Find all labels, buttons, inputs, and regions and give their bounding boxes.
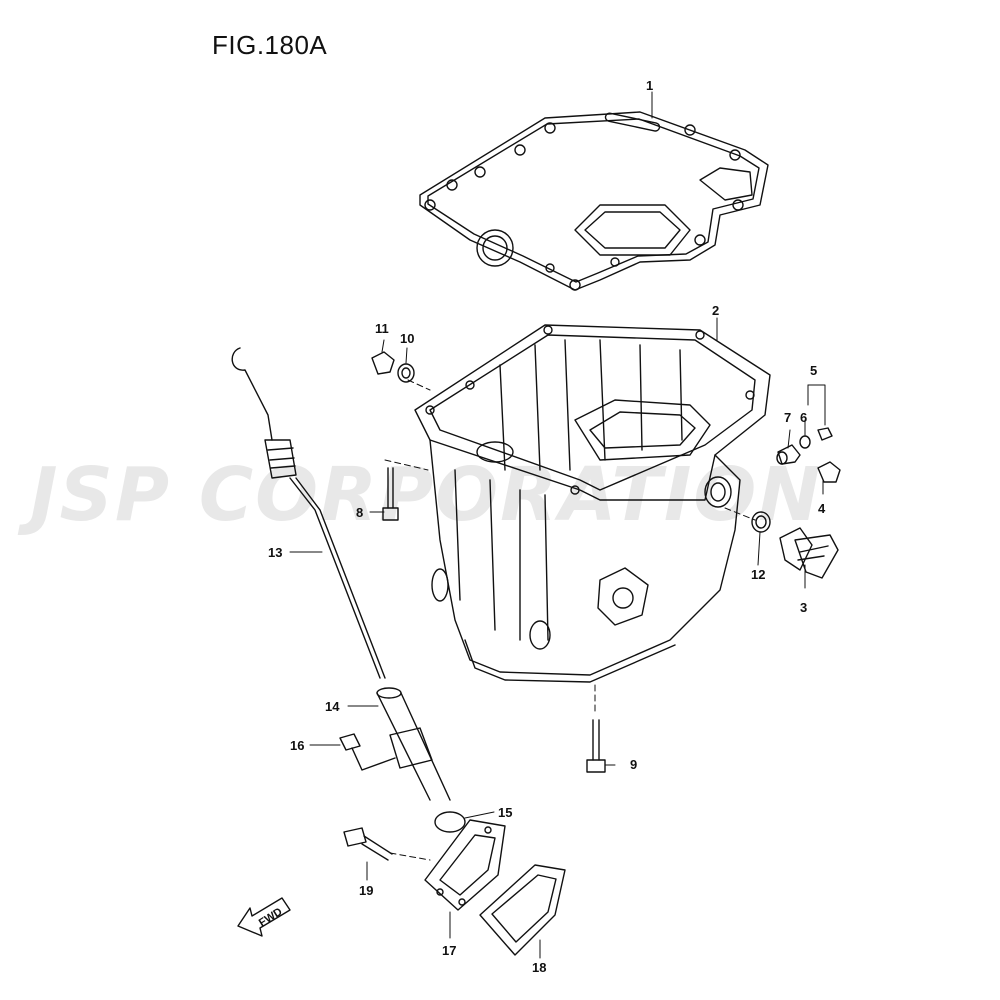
callout-6: 6	[800, 410, 807, 425]
callout-14: 14	[325, 699, 340, 714]
callout-2: 2	[712, 303, 719, 318]
part-8-bolt[interactable]	[382, 467, 399, 521]
callout-15-16-left: 16	[290, 738, 304, 753]
part-9-bolt[interactable]	[586, 719, 606, 773]
part-11-plug[interactable]	[371, 351, 395, 375]
part-18-gasket[interactable]	[479, 864, 566, 956]
fwd-arrow-icon: FWD	[237, 897, 291, 937]
part-17-flange[interactable]	[424, 819, 506, 911]
part-2-oil-pan[interactable]	[414, 324, 771, 683]
part-10-washer[interactable]	[397, 363, 415, 383]
part-6-o-ring[interactable]	[799, 435, 811, 449]
callout-11: 11	[375, 321, 389, 336]
callout-19: 19	[359, 883, 373, 898]
part-1-gasket[interactable]	[419, 111, 769, 291]
part-16-bolt[interactable]	[339, 733, 396, 771]
callout-15: 15	[498, 805, 512, 820]
callout-18: 18	[532, 960, 546, 975]
callout-3: 3	[800, 600, 807, 615]
figure-title: FIG.180A	[212, 30, 328, 60]
part-12-washer[interactable]	[751, 511, 771, 533]
callout-1: 1	[646, 78, 653, 93]
part-4-plug[interactable]	[817, 461, 841, 483]
callout-8: 8	[356, 505, 363, 520]
part-5-bracket	[807, 384, 826, 426]
part-15-o-ring[interactable]	[434, 811, 466, 833]
callout-17: 17	[442, 943, 456, 958]
part-7-fitting[interactable]	[776, 444, 801, 465]
part-5-screw[interactable]	[817, 427, 833, 441]
callout-5: 5	[810, 363, 817, 378]
callout-9: 9	[630, 757, 637, 772]
assembly-leaders	[384, 379, 756, 861]
callout-7: 7	[784, 410, 791, 425]
part-3-drain-plug[interactable]	[779, 527, 839, 579]
callout-13: 13	[268, 545, 282, 560]
part-14-guide-tube[interactable]	[376, 687, 451, 801]
callout-12: 12	[751, 567, 765, 582]
callout-leaders	[289, 91, 824, 959]
callout-4: 4	[818, 501, 826, 516]
part-19-bolt[interactable]	[343, 827, 393, 861]
callout-labels: 1 2 3 4 5 6 7 8 9 10 11 12 13 14 16 15 1…	[268, 78, 826, 975]
fwd-label: FWD	[257, 906, 285, 929]
callout-10: 10	[400, 331, 414, 346]
part-13-dipstick[interactable]	[231, 347, 386, 679]
